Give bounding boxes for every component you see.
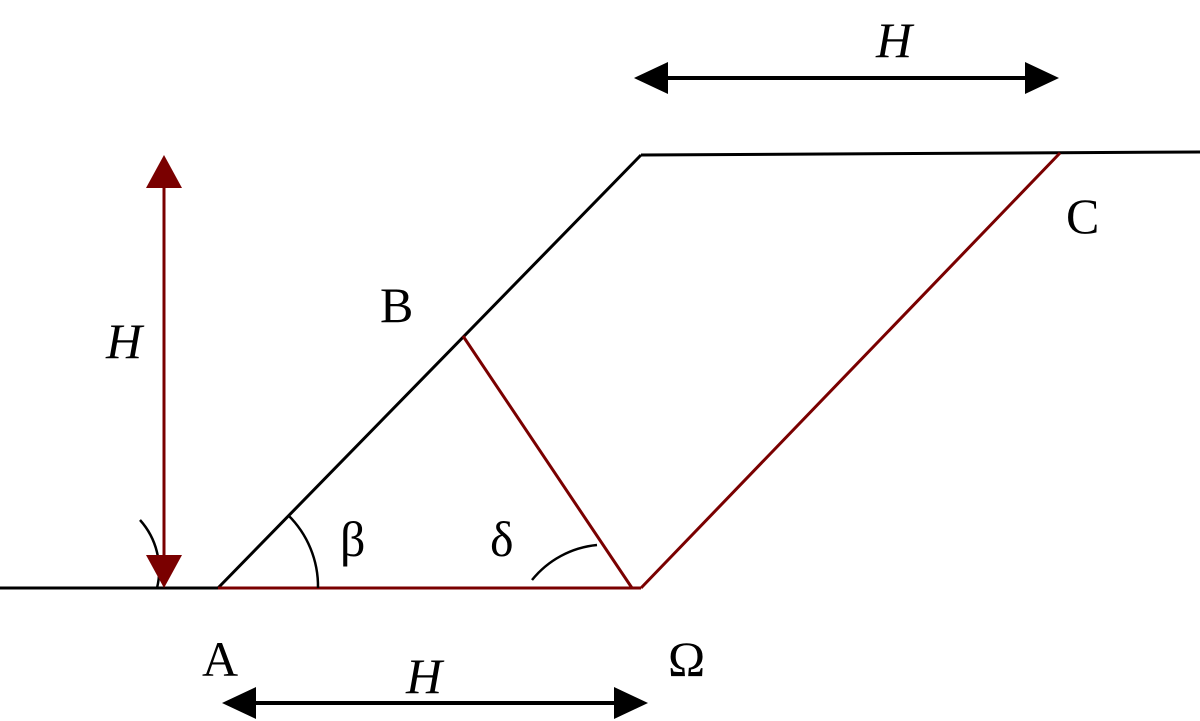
label-angle-delta: δ xyxy=(490,511,514,567)
top-arrow-head-right xyxy=(1025,62,1059,94)
small-angle-arc xyxy=(139,519,161,589)
slope-face-line xyxy=(216,153,643,590)
top-arrow-head-left xyxy=(634,62,668,94)
angle-beta-arc xyxy=(287,514,320,589)
crest-line xyxy=(640,150,1200,157)
label-dim-bottom: H xyxy=(405,648,445,704)
label-dim-left: H xyxy=(105,313,145,369)
line-b-omega xyxy=(461,335,634,589)
label-angle-beta: β xyxy=(340,511,365,567)
label-point-b: B xyxy=(380,277,413,333)
bottom-arrow-head-left xyxy=(222,687,256,719)
label-point-omega: Ω xyxy=(668,631,705,687)
vertical-arrow-head-top xyxy=(146,155,182,188)
vertical-arrow-head-bottom xyxy=(146,555,182,588)
line-omega-c xyxy=(639,151,1062,590)
label-point-c: C xyxy=(1066,188,1099,244)
angle-delta-arc xyxy=(531,543,598,581)
label-dim-top: H xyxy=(875,12,915,68)
label-point-a: A xyxy=(202,631,238,687)
bottom-arrow-head-right xyxy=(614,687,648,719)
